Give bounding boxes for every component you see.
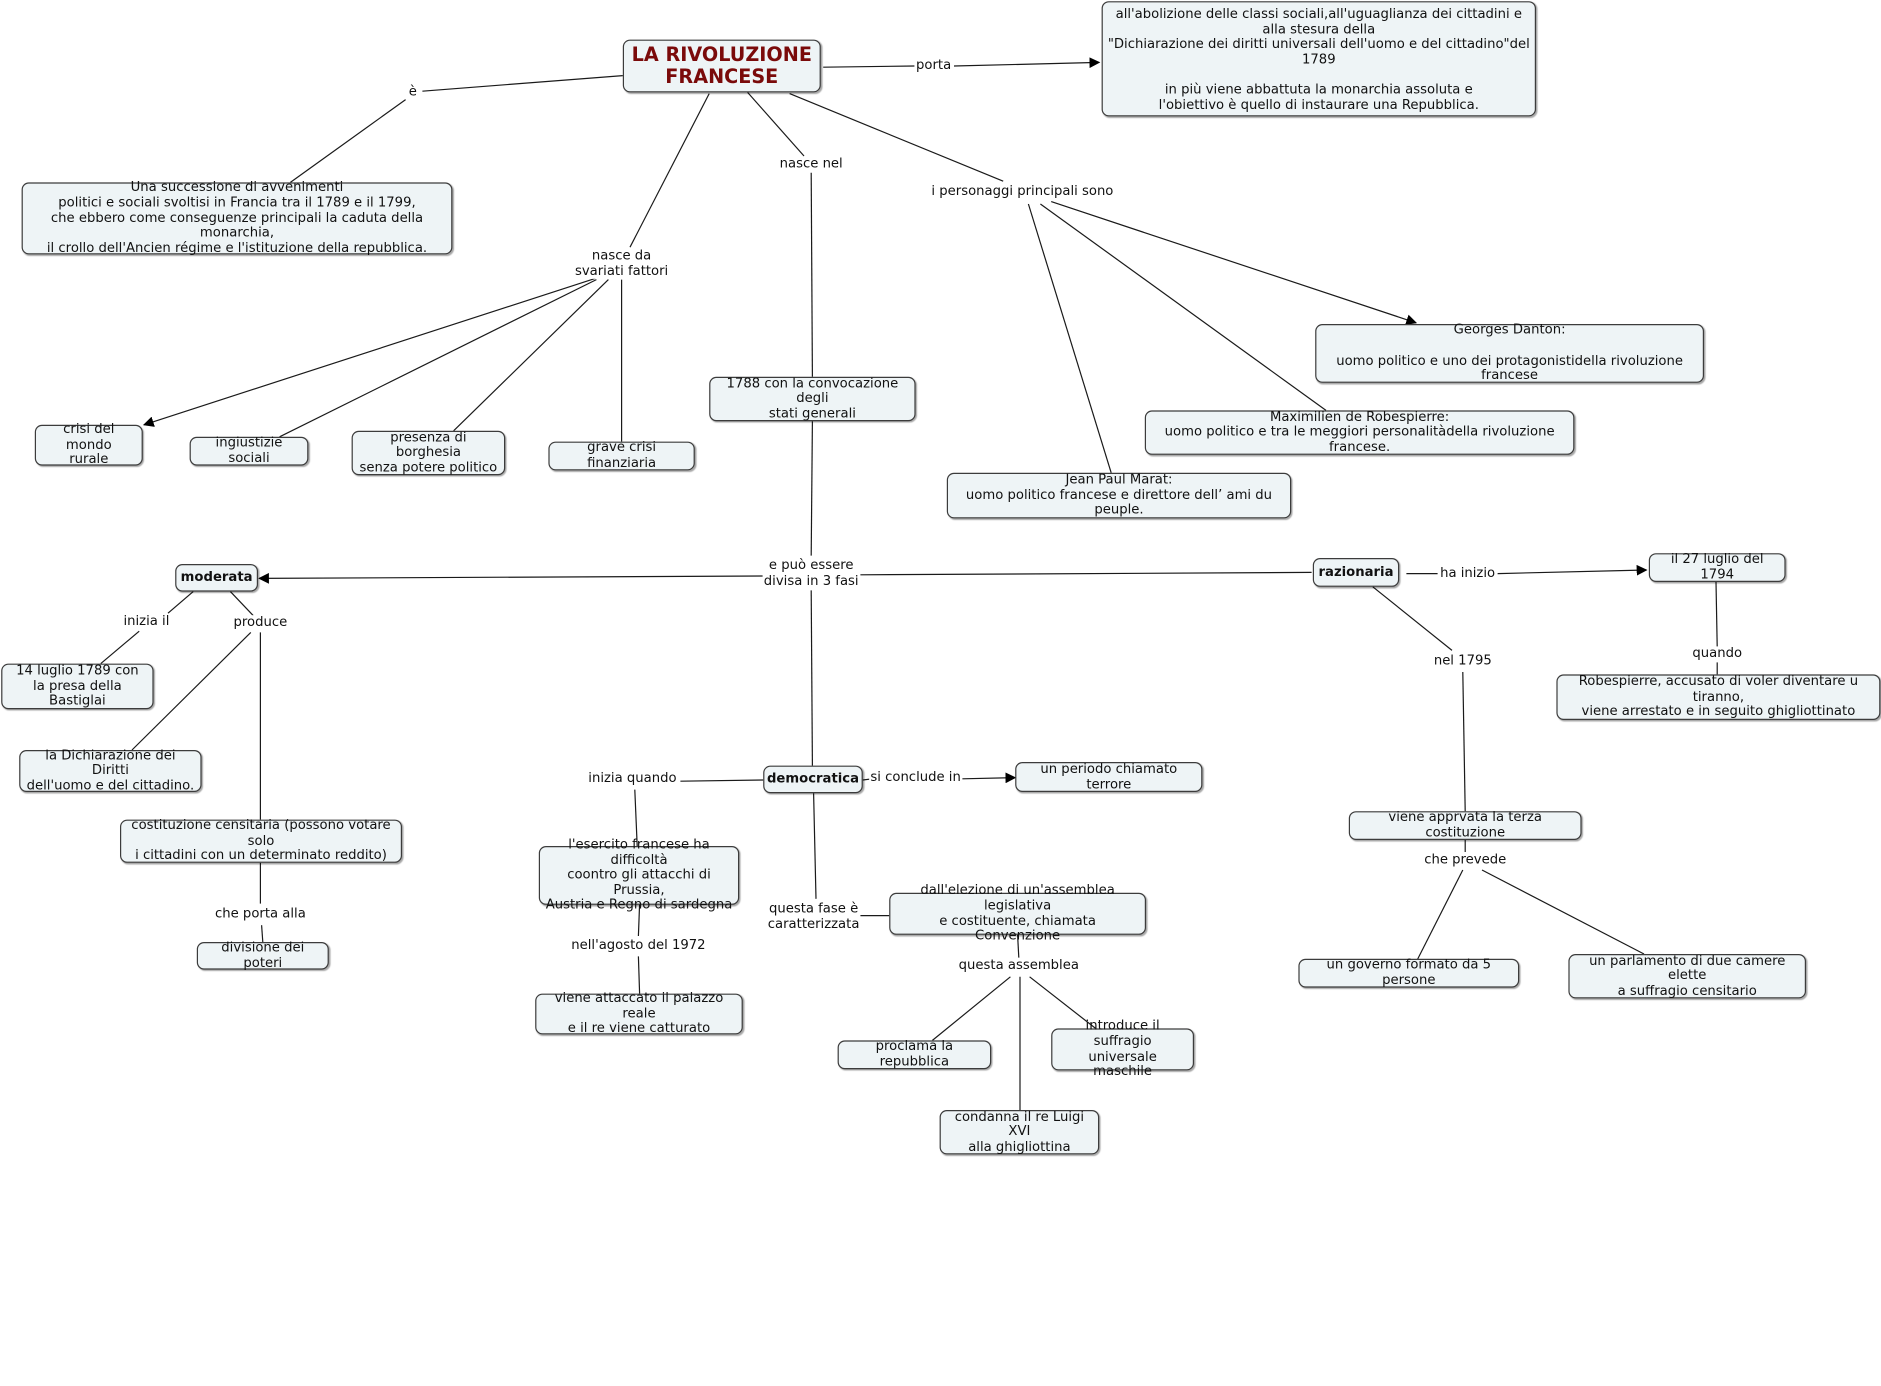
danton-node[interactable]: Georges Danton: uomo politico e uno dei … <box>1315 322 1705 383</box>
dichiarazione-node[interactable]: la Dichiarazione dei Diritti dell'uomo e… <box>19 747 202 793</box>
marat-node[interactable]: Jean Paul Marat: uomo politico francese … <box>946 472 1292 519</box>
link-label-ha-inizio: ha inizio <box>1438 564 1497 582</box>
link-label-porta: porta <box>914 57 953 74</box>
robespierre-arrest-node[interactable]: Robespierre, accusato di voler diventare… <box>1556 673 1881 720</box>
convenzione-node[interactable]: dall'elezione di un'assemblea legislativ… <box>889 882 1146 943</box>
censitaria-node[interactable]: costituzione censitaria (possono votare … <box>120 817 403 863</box>
palazzo-node[interactable]: viene attaccato il palazzo reale e il re… <box>535 990 743 1036</box>
esercito-node[interactable]: l'esercito francese ha difficoltà coontr… <box>538 836 740 912</box>
divisione-node[interactable]: divisione dei poteri <box>196 940 329 970</box>
link-label-che-porta: che porta alla <box>213 905 308 922</box>
democratica-node[interactable]: democratica <box>763 765 863 794</box>
parlamento-node[interactable]: un parlamento di due camere elette a suf… <box>1568 952 1807 999</box>
link-label-inizia-quando: inizia quando <box>587 770 678 787</box>
luglio-1794-node[interactable]: il 27 luglio del 1794 <box>1648 551 1786 582</box>
link-label-tre-fasi: e può essere divisa in 3 fasi <box>762 557 860 589</box>
bastiglia-node[interactable]: 14 luglio 1789 con la presa della Bastig… <box>1 663 154 710</box>
link-label-inizia-il: inizia il <box>122 612 171 630</box>
concept-map-links <box>100 57 1718 1111</box>
definition-node[interactable]: Una successione di avvenimenti politici … <box>21 179 453 255</box>
terza-costituzione-node[interactable]: viene apprvata la terza costituzione <box>1348 809 1582 841</box>
link-label-personaggi: i personaggi principali sono <box>930 183 1115 200</box>
link-label-nel-1795: nel 1795 <box>1432 652 1493 669</box>
crisi-rurale-node[interactable]: crisi del mondo rurale <box>34 421 143 467</box>
link-label-questa-assemblea: questa assemblea <box>957 957 1081 974</box>
title-node[interactable]: LA RIVOLUZIONE FRANCESE <box>622 39 821 93</box>
link-label-questa-fase: questa fase è caratterizzata <box>766 900 861 932</box>
link-label-si-conclude: si conclude in <box>869 768 963 786</box>
link-label-agosto: nell'agosto del 1972 <box>570 936 707 954</box>
link-label-e: è <box>407 83 419 100</box>
link-label-produce: produce <box>232 614 289 631</box>
link-label-che-prevede: che prevede <box>1422 851 1508 868</box>
borghesia-node[interactable]: presenza di borghesia senza potere polit… <box>351 429 506 476</box>
stati-generali-node[interactable]: 1788 con la convocazione degli stati gen… <box>709 375 916 422</box>
crisi-finanziaria-node[interactable]: grave crisi finanziaria <box>548 440 695 471</box>
ingiustizie-node[interactable]: ingiustizie sociali <box>189 435 309 466</box>
governo-node[interactable]: un governo formato da 5 persone <box>1298 957 1520 988</box>
terrore-node[interactable]: un periodo chiamato terrore <box>1015 761 1203 793</box>
robespierre-node[interactable]: Maximilien de Robespierre: uomo politico… <box>1144 409 1575 455</box>
link-label-nasce-da: nasce da svariati fattori <box>573 247 670 280</box>
repubblica-node[interactable]: proclama la repubblica <box>837 1039 992 1070</box>
moderata-node[interactable]: moderata <box>175 564 258 592</box>
porta-result-node[interactable]: all'abolizione delle classi sociali,all'… <box>1101 1 1536 117</box>
link-label-quando: quando <box>1691 645 1744 662</box>
razionaria-node[interactable]: razionaria <box>1312 558 1400 587</box>
suffragio-node[interactable]: introduce il suffragio universale maschi… <box>1051 1018 1194 1079</box>
luigi-node[interactable]: condanna il re Luigi XVI alla ghigliotti… <box>939 1108 1100 1155</box>
link-label-nasce-nel: nasce nel <box>778 155 844 172</box>
